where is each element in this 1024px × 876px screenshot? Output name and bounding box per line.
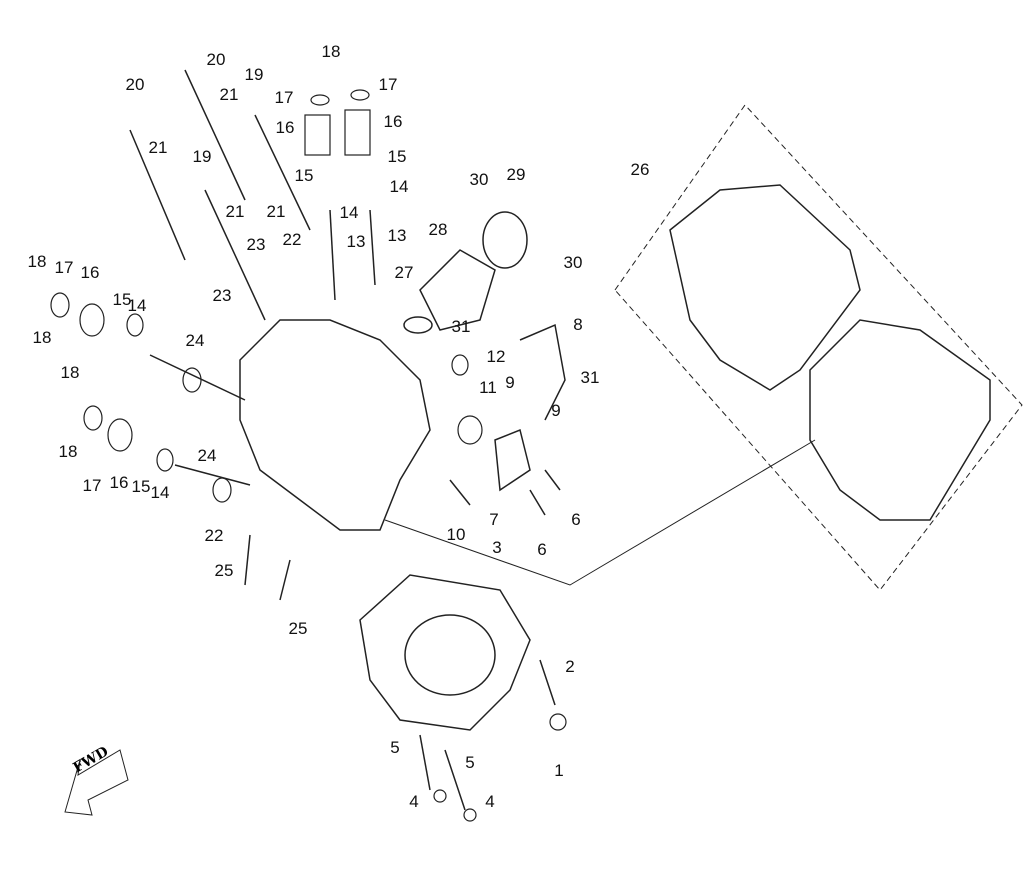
part-label: 7 — [489, 510, 499, 529]
part-label: 16 — [383, 112, 403, 131]
part-label: 4 — [485, 792, 495, 811]
o-ring — [403, 316, 433, 334]
part-label: 31 — [580, 368, 600, 387]
part-label: 24 — [197, 446, 217, 465]
part-label: 10 — [446, 525, 466, 544]
part-label: 30 — [563, 253, 583, 272]
part-label: 31 — [451, 317, 471, 336]
part-label: 17 — [82, 476, 102, 495]
part-label: 22 — [204, 526, 224, 545]
part-label: 28 — [428, 220, 448, 239]
part-label: 25 — [214, 561, 234, 580]
part-label: 6 — [571, 510, 581, 529]
part-label: 22 — [282, 230, 302, 249]
part-label: 21 — [266, 202, 286, 221]
part-label: 18 — [321, 42, 341, 61]
part-label: 17 — [274, 88, 294, 107]
assembly-dashed-box — [614, 104, 1023, 591]
intake-pipe — [419, 249, 496, 331]
part-label: 12 — [486, 347, 506, 366]
part-label: 2 — [565, 657, 575, 676]
part-label: 9 — [551, 401, 561, 420]
part-label: 20 — [125, 75, 145, 94]
part-label: 4 — [409, 792, 419, 811]
cylinder-gasket — [359, 574, 531, 731]
part-label: 17 — [378, 75, 398, 94]
part-label: 14 — [389, 177, 409, 196]
part-label: 15 — [112, 290, 132, 309]
thermostat-housing — [494, 428, 531, 492]
part-label: 18 — [58, 442, 78, 461]
part-label: 1 — [554, 761, 564, 780]
part-label: 15 — [131, 477, 151, 496]
part-label: 14 — [150, 483, 170, 502]
part-label: 21 — [219, 85, 239, 104]
part-label: 21 — [225, 202, 245, 221]
part-label: 14 — [339, 203, 359, 222]
part-label: 18 — [32, 328, 52, 347]
part-label: 18 — [27, 252, 47, 271]
part-label: 20 — [206, 50, 226, 69]
part-label: 24 — [185, 331, 205, 350]
part-label: 21 — [148, 138, 168, 157]
part-label: 23 — [246, 235, 266, 254]
part-label: 11 — [479, 378, 497, 397]
part-label: 30 — [469, 170, 489, 189]
gasket-bore — [404, 614, 496, 696]
part-label: 16 — [109, 473, 129, 492]
part-label: 8 — [573, 315, 583, 334]
head-cover — [669, 184, 861, 391]
part-label: 19 — [244, 65, 264, 84]
part-label: 25 — [288, 619, 308, 638]
part-label: 16 — [275, 118, 295, 137]
part-label: 5 — [390, 738, 400, 757]
fwd-arrow — [64, 749, 129, 816]
part-label: 15 — [387, 147, 407, 166]
part-label: 13 — [346, 232, 366, 251]
part-label: 14 — [127, 296, 147, 315]
part-label: 9 — [505, 373, 515, 392]
breather-hose — [519, 323, 566, 421]
part-label: 15 — [294, 166, 314, 185]
part-label: 23 — [212, 286, 232, 305]
part-label: 17 — [54, 258, 74, 277]
part-label: 26 — [630, 160, 650, 179]
part-label: 13 — [387, 226, 407, 245]
cylinder-head — [239, 319, 431, 531]
part-label: 16 — [80, 263, 100, 282]
part-label: 6 — [537, 540, 547, 559]
leader-line-26 — [384, 439, 816, 586]
part-label: 5 — [465, 753, 475, 772]
clamp — [482, 211, 528, 269]
part-label: 3 — [492, 538, 502, 557]
part-label: 18 — [60, 363, 80, 382]
part-label: 27 — [394, 263, 414, 282]
part-label: 19 — [192, 147, 212, 166]
part-label: 29 — [506, 165, 526, 184]
head-assembly — [809, 319, 991, 521]
